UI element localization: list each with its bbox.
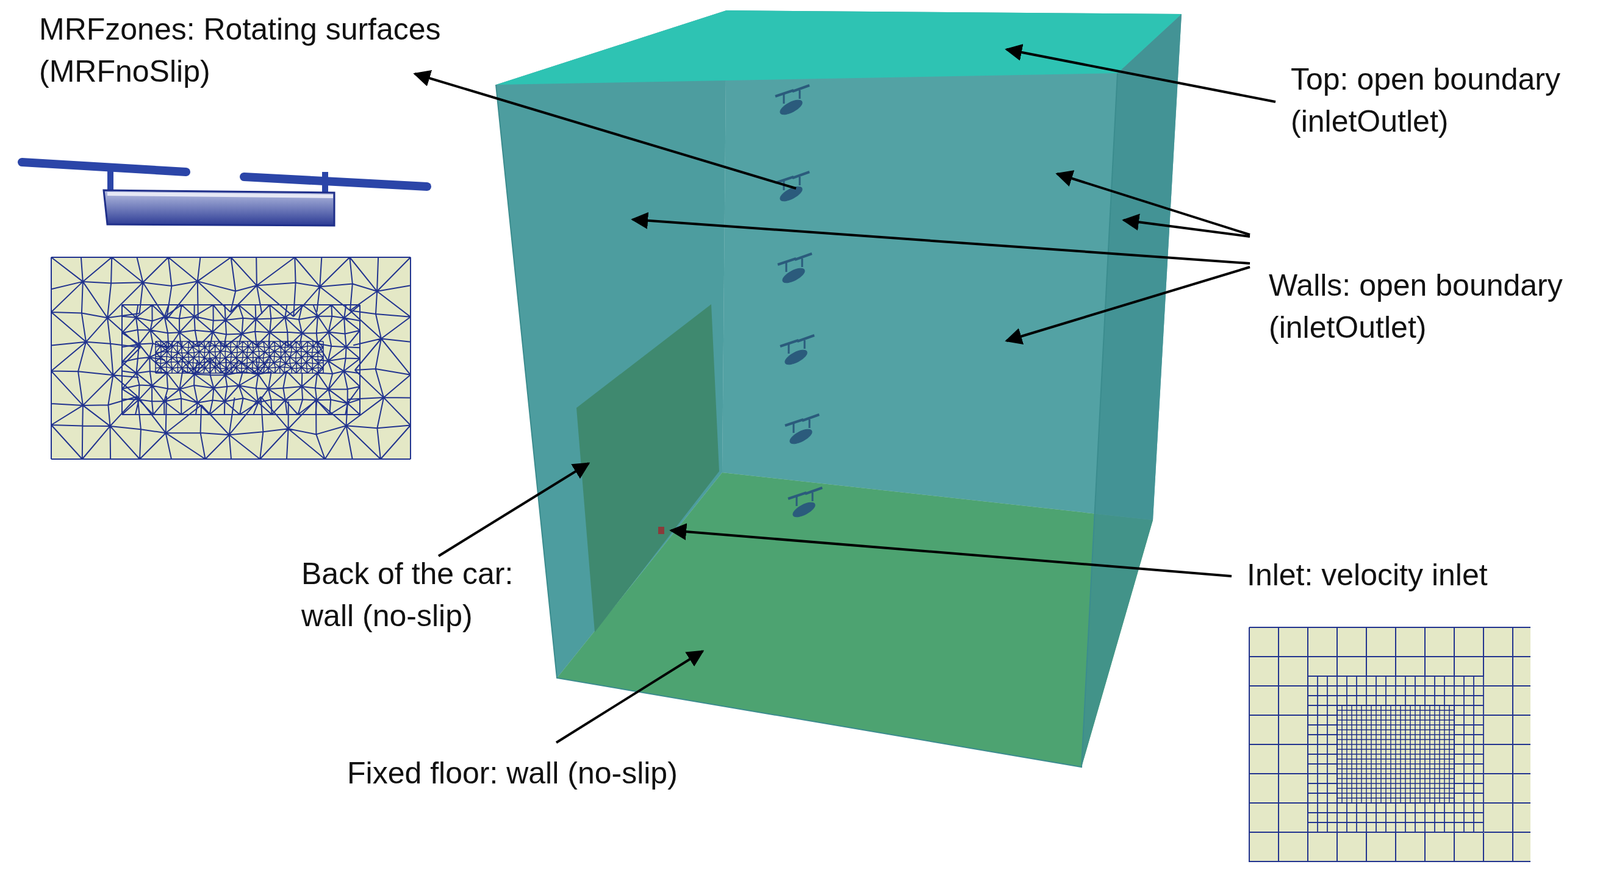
inlet-patch — [658, 527, 665, 535]
drone-body — [103, 190, 335, 226]
mesh-lines — [1249, 627, 1531, 863]
boundary-label: Inlet: velocity inlet — [1246, 554, 1488, 597]
leader-arrow — [632, 219, 1250, 264]
leader-lines — [414, 49, 1276, 743]
mesh-lines — [155, 341, 324, 374]
leader-arrow — [1057, 173, 1250, 235]
domain-box — [495, 10, 1182, 768]
tri-mesh-inset — [51, 257, 411, 460]
mesh-lines — [51, 257, 411, 460]
mesh-lines — [1307, 676, 1484, 833]
leader-arrow — [1123, 220, 1250, 237]
top-boundary — [495, 10, 1182, 85]
domain-edge — [495, 73, 1118, 768]
leader-arrow — [414, 73, 797, 189]
rotor-blade — [243, 176, 427, 187]
drone-body-edge — [107, 193, 334, 197]
rotor-strut — [322, 172, 329, 196]
drone-column — [775, 85, 823, 520]
boundary-label: Top: open boundary (inletOutlet) — [1290, 58, 1600, 143]
mesh-lines — [1337, 705, 1455, 804]
boundary-label: MRFzones: Rotating surfaces (MRFnoSlip) — [39, 8, 503, 93]
quad-mesh-inset — [1249, 627, 1531, 863]
leader-arrow — [438, 463, 589, 557]
leader-arrow — [1006, 49, 1276, 102]
drone — [775, 85, 810, 118]
drone-inset — [21, 162, 427, 226]
drone — [788, 487, 823, 520]
front-wall — [495, 73, 1118, 768]
drone — [785, 414, 820, 447]
drone — [780, 335, 815, 368]
boundary-label: Back of the car: wall (no-slip) — [301, 553, 546, 638]
rotor-strut — [107, 167, 114, 193]
leader-arrow — [670, 530, 1232, 577]
boundary-label: Fixed floor: wall (no-slip) — [347, 752, 678, 795]
mesh-background — [1249, 627, 1531, 863]
drone — [777, 253, 812, 286]
mesh-lines — [121, 304, 360, 415]
boundary-label: Walls: open boundary (inletOutlet) — [1268, 264, 1600, 349]
mesh-background — [51, 257, 411, 460]
rotor-blade — [21, 162, 187, 173]
leader-arrow — [1006, 267, 1250, 341]
leader-arrow — [556, 651, 703, 743]
